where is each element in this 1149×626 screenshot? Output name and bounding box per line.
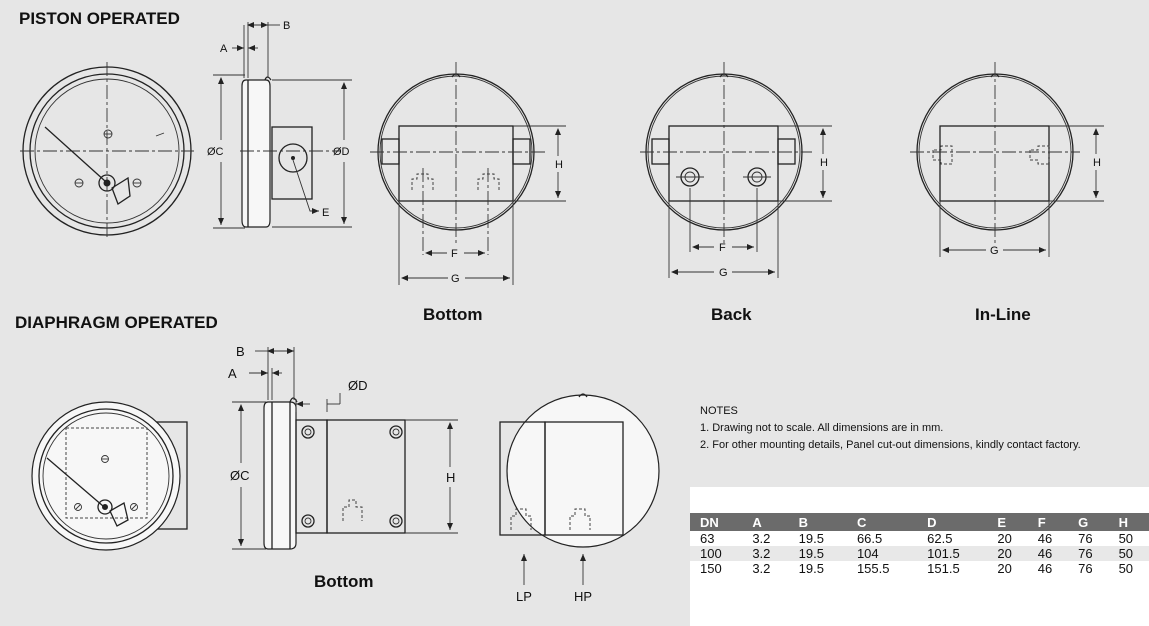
table-row: 100 3.2 19.5 104 101.5 20 46 76 50 [690,546,1149,561]
header-g: G [1068,513,1109,531]
table-cell: 3.2 [752,531,771,546]
table-cell: 76 [1068,546,1109,561]
header-h: H [1108,513,1149,531]
table-cell: 151.5 [927,561,960,576]
notes-block: NOTES 1. Drawing not to scale. All dimen… [700,403,1081,454]
dim-label-g-inline: G [990,245,999,257]
table-cell: 46 [1027,546,1069,561]
header-e: E [987,513,1028,531]
diaphragm-port-view: LP HP [499,393,660,604]
table-cell: 19.5 [798,561,824,576]
table-cell: 3.2 [752,561,771,576]
table-cell: 50 [1118,531,1134,546]
dim-label-a-diaphragm: A [228,366,237,381]
table-cell: 155.5 [856,561,890,576]
note-item-1: 1. Drawing not to scale. All dimensions … [700,422,944,434]
diaphragm-operated-title: DIAPHRAGM OPERATED [15,313,218,332]
table-cell: 19.5 [798,531,824,546]
dim-label-d-diaphragm: ØD [348,378,368,393]
dim-label-h-back: H [820,157,828,169]
table-cell: 66.5 [856,531,883,546]
view-label-bottom: Bottom [423,305,482,324]
view-label-diaphragm-bottom: Bottom [314,572,373,591]
dim-label-g-back: G [719,267,728,279]
table-cell: 104 [846,546,918,561]
table-row: 150 3.2 19.5 155.5 151.5 20 46 76 50 [690,561,1149,576]
dim-label-g: G [451,273,460,285]
table-cell: 20 [997,531,1012,546]
table-cell: 62.5 [927,531,953,546]
table-cell: 19.5 [788,546,847,561]
piston-back-view: F G H [640,62,832,279]
table-cell: 3.2 [742,546,789,561]
dim-label-b-diaphragm: B [236,344,245,359]
port-label-hp: HP [574,589,592,604]
piston-operated-title: PISTON OPERATED [19,9,180,28]
table-cell: 101.5 [917,546,988,561]
dim-label-b: B [283,20,290,32]
dim-label-a: A [220,43,228,55]
dim-label-f-back: F [719,242,726,254]
dim-label-d: ØD [333,146,350,158]
table-cell: 50 [1118,561,1134,576]
piston-bottom-view: F G H [370,62,566,285]
table-cell: 76 [1078,561,1093,576]
view-label-inline: In-Line [975,305,1031,324]
view-label-back: Back [711,305,752,324]
table-cell: 150 [700,561,722,576]
dim-label-h: H [555,159,563,171]
dim-label-f: F [451,248,458,260]
table-cell: 20 [997,561,1012,576]
dim-label-c: ØC [207,146,224,158]
table-cell: 100 [690,546,743,561]
table-cell: 76 [1078,531,1093,546]
notes-title: NOTES [700,405,738,417]
table-cell: 63 [700,531,715,546]
diaphragm-front-view [31,401,188,551]
table-cell: 50 [1108,546,1149,561]
table-cell: 20 [987,546,1028,561]
dim-label-e: E [322,207,329,219]
header-f: F [1027,513,1069,531]
table-cell: 46 [1037,561,1053,576]
header-dn: DN [690,513,743,531]
header-b: B [788,513,847,531]
piston-front-view [20,62,194,238]
dimension-table: DN A B C D E F G H 63 3.2 19.5 66.5 62.5… [690,513,1149,576]
table-header-row: DN A B C D E F G H [690,513,1149,531]
dim-label-h-diaphragm: H [446,470,455,485]
note-item-2: 2. For other mounting details, Panel cut… [700,439,1081,451]
dim-label-c-diaphragm: ØC [230,468,250,483]
dim-label-h-inline: H [1093,157,1101,169]
piston-side-view: B A ØC ØD E [207,20,352,229]
piston-inline-view: G H [910,62,1104,257]
table-cell: 46 [1037,531,1053,546]
header-c: C [846,513,918,531]
port-label-lp: LP [516,589,532,604]
header-a: A [742,513,789,531]
diaphragm-side-view: B A ØD ØC H [228,344,458,550]
table-row: 63 3.2 19.5 66.5 62.5 20 46 76 50 [690,531,1149,546]
dimension-table-panel: DN A B C D E F G H 63 3.2 19.5 66.5 62.5… [690,487,1149,626]
header-d: D [917,513,988,531]
